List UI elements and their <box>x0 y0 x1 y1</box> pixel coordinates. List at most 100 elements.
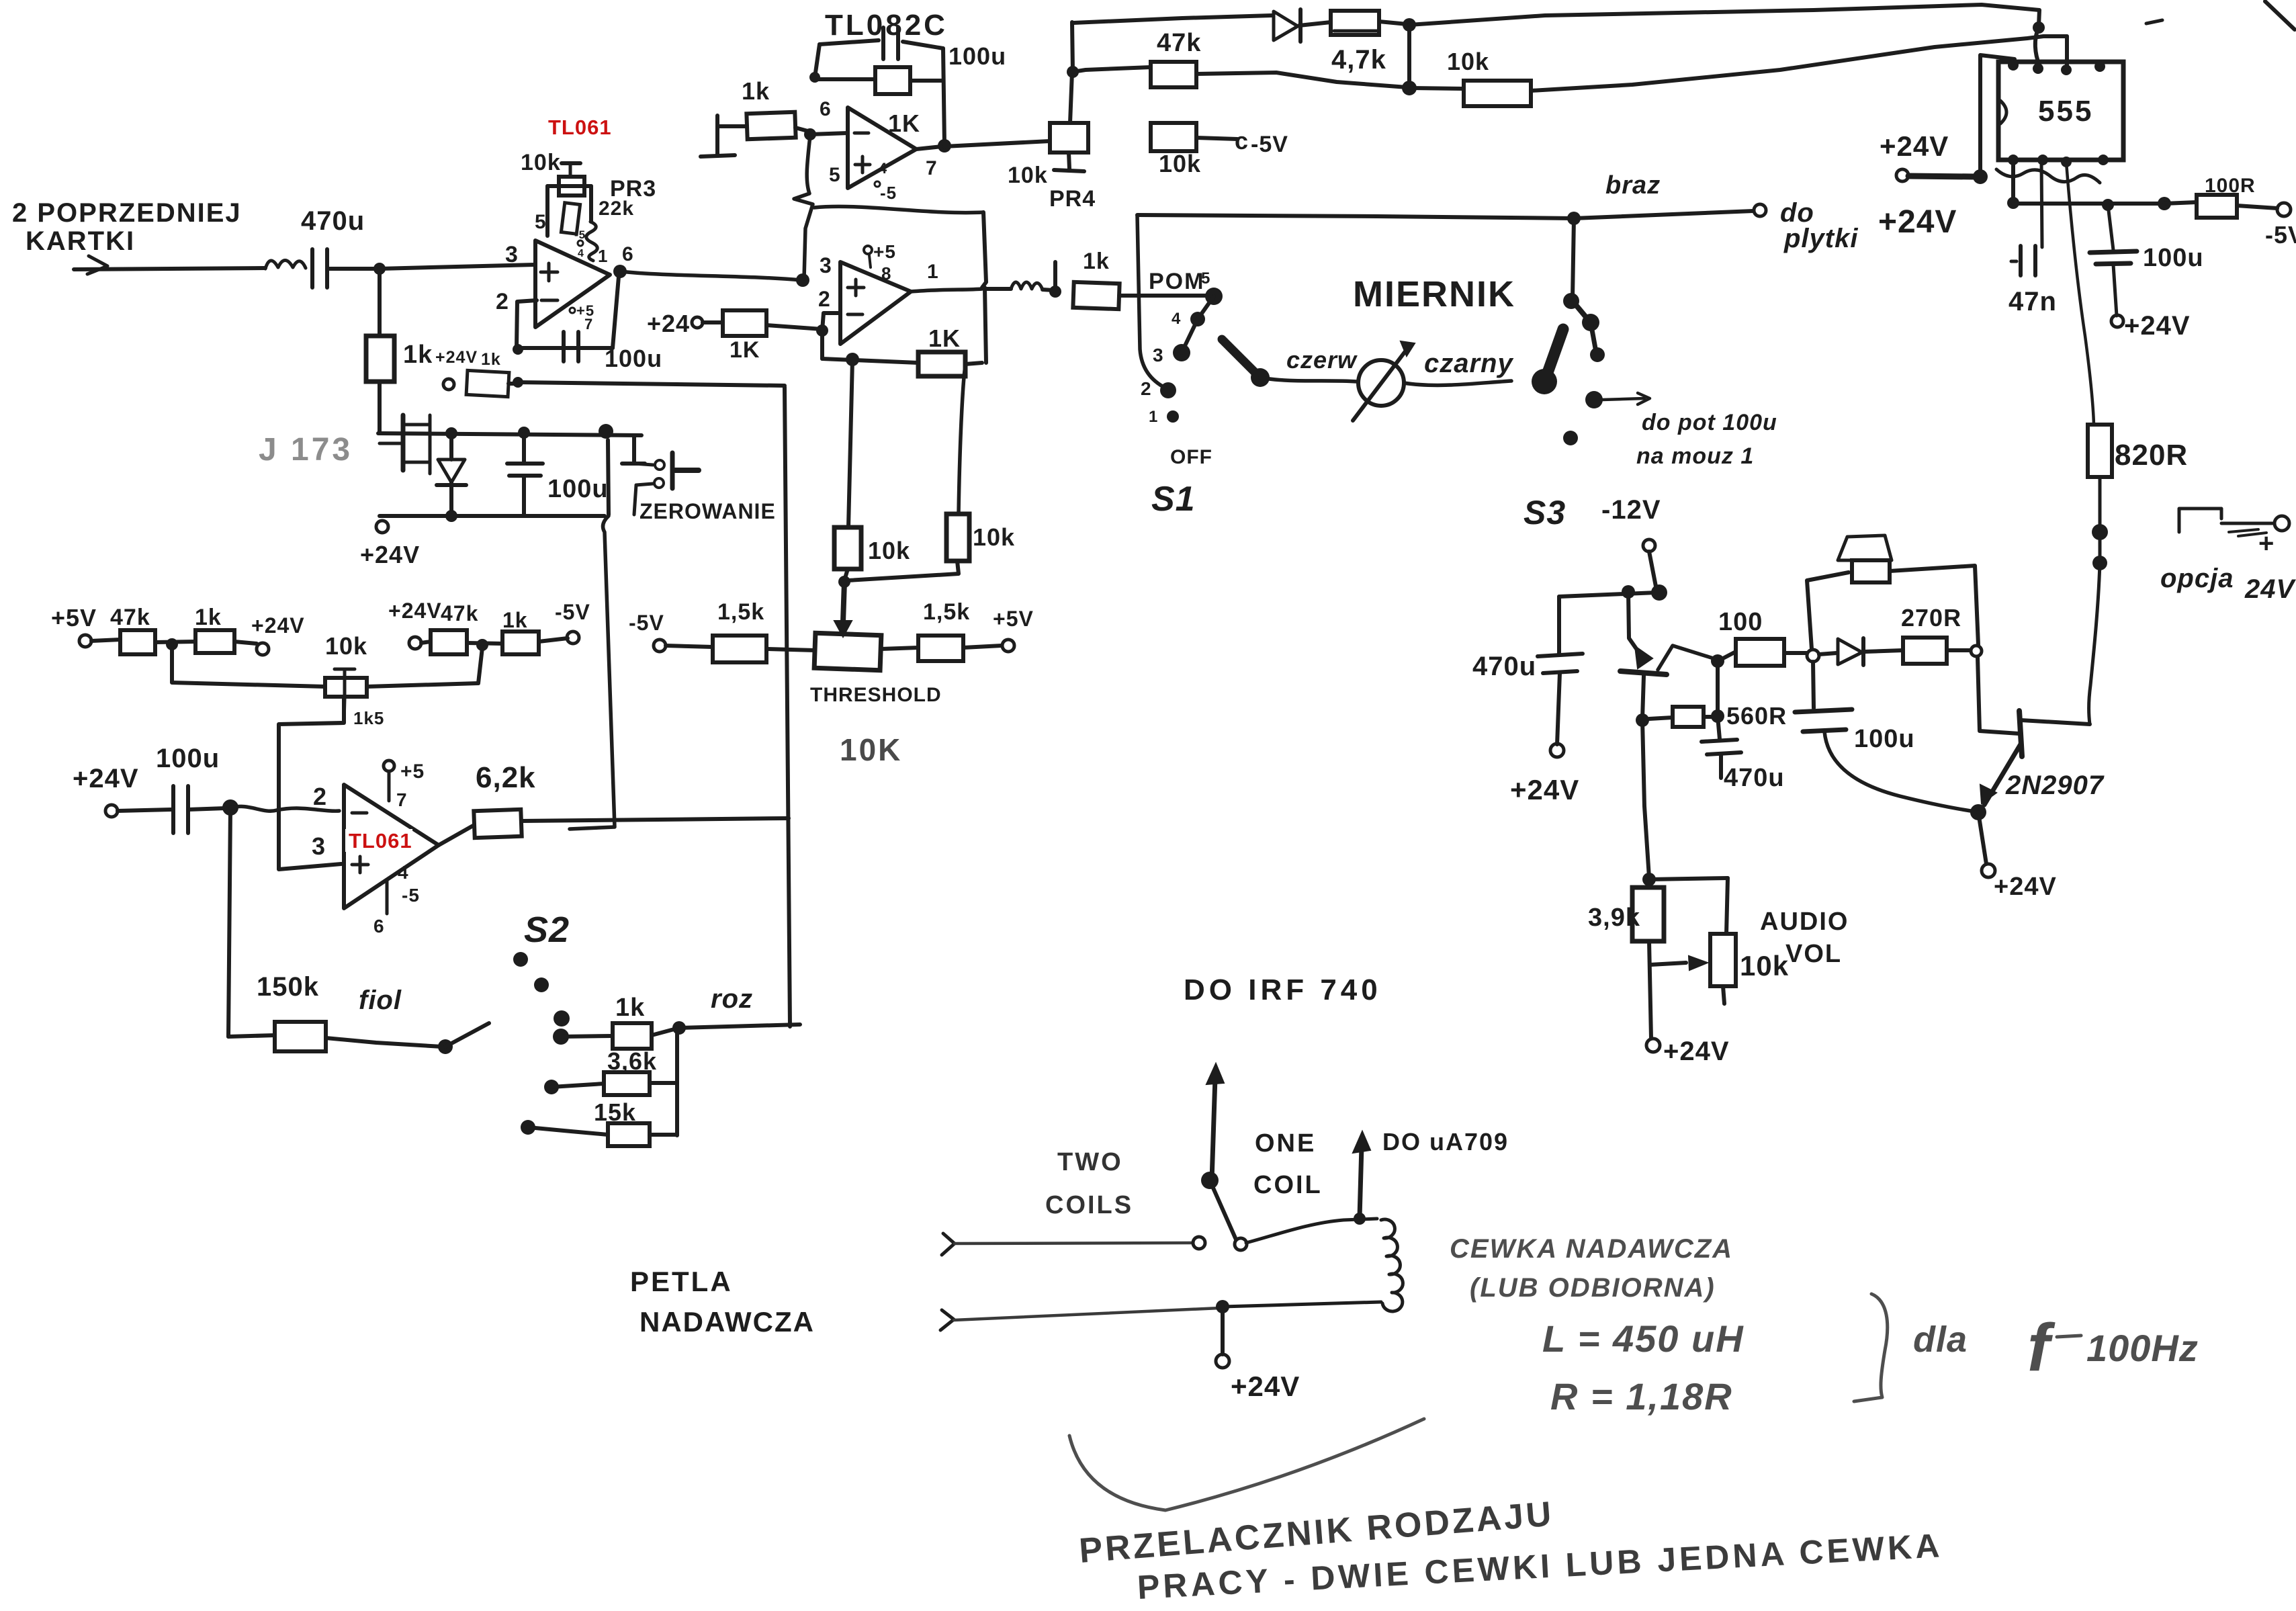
svg-text:3,9k: 3,9k <box>1588 904 1640 932</box>
svg-text:4: 4 <box>1172 310 1181 328</box>
svg-text:+24: +24 <box>647 310 690 337</box>
svg-text:1k: 1k <box>615 994 645 1022</box>
svg-text:TL082C: TL082C <box>825 9 948 42</box>
svg-text:2N2907: 2N2907 <box>2005 771 2105 800</box>
svg-text:3: 3 <box>820 253 832 277</box>
svg-text:5: 5 <box>1201 269 1210 288</box>
svg-text:S1: S1 <box>1151 480 1196 519</box>
svg-text:10k: 10k <box>868 537 910 564</box>
svg-text:+24V: +24V <box>435 348 478 367</box>
svg-text:2: 2 <box>818 287 831 311</box>
svg-text:NADAWCZA: NADAWCZA <box>639 1306 815 1338</box>
svg-text:560R: 560R <box>1726 702 1787 730</box>
svg-text:OFF: OFF <box>1170 446 1212 468</box>
svg-text:100u: 100u <box>605 345 662 372</box>
svg-text:6,2k: 6,2k <box>476 761 536 794</box>
svg-text:6: 6 <box>622 243 634 265</box>
svg-text:L = 450 uH: L = 450 uH <box>1542 1317 1745 1360</box>
svg-text:24V: 24V <box>2244 574 2296 604</box>
svg-text:4,7k: 4,7k <box>1331 45 1386 75</box>
svg-text:3,6k: 3,6k <box>607 1047 657 1075</box>
svg-text:470u: 470u <box>1724 764 1785 792</box>
svg-text:150k: 150k <box>257 972 319 1002</box>
svg-text:4: 4 <box>398 862 409 883</box>
svg-text:2: 2 <box>313 783 327 810</box>
svg-text:THRESHOLD: THRESHOLD <box>810 684 942 706</box>
svg-text:+5: +5 <box>873 241 896 262</box>
svg-text:c: c <box>1235 127 1249 155</box>
svg-text:+5V: +5V <box>993 607 1034 631</box>
svg-text:+24V: +24V <box>1994 873 2057 901</box>
svg-text:PETLA: PETLA <box>630 1266 733 1297</box>
svg-text:100: 100 <box>1718 608 1763 636</box>
svg-text:1: 1 <box>927 261 939 283</box>
svg-text:10k: 10k <box>521 150 561 175</box>
svg-text:22k: 22k <box>599 198 634 220</box>
svg-text:15k: 15k <box>594 1098 636 1126</box>
svg-text:1K: 1K <box>730 337 760 363</box>
svg-text:7: 7 <box>926 157 938 179</box>
svg-text:TWO: TWO <box>1057 1148 1123 1176</box>
svg-text:do pot 100u: do pot 100u <box>1642 410 1777 435</box>
svg-text:opcja: opcja <box>2160 564 2234 593</box>
svg-text:AUDIO: AUDIO <box>1760 908 1849 936</box>
svg-text:+24V: +24V <box>1663 1037 1730 1066</box>
svg-text:+: + <box>2258 529 2275 558</box>
svg-text:R = 1,18R: R = 1,18R <box>1550 1375 1733 1418</box>
svg-text:-5: -5 <box>402 885 420 906</box>
svg-text:1k5: 1k5 <box>353 708 384 728</box>
svg-text:KARTKI: KARTKI <box>26 226 135 256</box>
svg-text:1k: 1k <box>195 605 222 630</box>
svg-text:+24V: +24V <box>360 541 420 568</box>
svg-text:+5: +5 <box>576 302 594 319</box>
svg-text:czerw: czerw <box>1286 346 1358 374</box>
svg-text:-5: -5 <box>574 228 586 241</box>
svg-text:+24V: +24V <box>388 599 442 623</box>
svg-text:7: 7 <box>584 316 593 333</box>
svg-text:DO uA709: DO uA709 <box>1382 1128 1509 1156</box>
svg-text:10K: 10K <box>840 732 902 767</box>
svg-text:CEWKA NADAWCZA: CEWKA NADAWCZA <box>1450 1234 1733 1264</box>
svg-text:3: 3 <box>1153 345 1164 365</box>
svg-text:3: 3 <box>312 832 326 860</box>
svg-text:1K: 1K <box>928 324 961 352</box>
svg-text:10k: 10k <box>1008 163 1048 188</box>
svg-text:VOL: VOL <box>1785 940 1842 968</box>
svg-text:na mouz 1: na mouz 1 <box>1636 443 1754 469</box>
svg-text:7: 7 <box>396 789 408 810</box>
svg-text:-5: -5 <box>880 183 897 203</box>
svg-text:-5V: -5V <box>1251 132 1288 157</box>
svg-text:10k: 10k <box>325 632 367 660</box>
svg-text:10k: 10k <box>1159 150 1201 177</box>
svg-text:DO IRF 740: DO IRF 740 <box>1184 973 1382 1006</box>
svg-text:1: 1 <box>1149 408 1158 426</box>
svg-text:COIL: COIL <box>1253 1171 1323 1199</box>
svg-text:fiol: fiol <box>359 986 402 1015</box>
svg-text:1k: 1k <box>742 77 770 105</box>
svg-text:TL061: TL061 <box>548 116 612 139</box>
svg-text:1,5k: 1,5k <box>923 599 970 625</box>
svg-text:3: 3 <box>505 242 519 267</box>
svg-text:4: 4 <box>578 248 584 259</box>
svg-text:-5V: -5V <box>555 600 590 624</box>
svg-text:PR3: PR3 <box>610 176 656 202</box>
svg-text:5: 5 <box>829 164 841 186</box>
svg-text:+24V: +24V <box>1880 130 1949 162</box>
svg-text:dla: dla <box>1913 1319 1968 1360</box>
svg-text:+24V: +24V <box>1510 774 1579 806</box>
svg-text:-5V: -5V <box>2265 221 2296 249</box>
svg-text:-12V: -12V <box>1601 495 1661 525</box>
svg-text:6: 6 <box>373 916 385 937</box>
svg-text:(LUB ODBIORNA): (LUB ODBIORNA) <box>1470 1273 1716 1303</box>
svg-text:47n: 47n <box>2008 287 2057 316</box>
svg-text:-5V: -5V <box>629 611 664 635</box>
svg-text:100u: 100u <box>2143 244 2204 272</box>
svg-text:47k: 47k <box>441 601 478 625</box>
svg-text:6: 6 <box>820 98 832 120</box>
svg-text:2 POPRZEDNIEJ: 2 POPRZEDNIEJ <box>12 198 242 228</box>
svg-text:+24V: +24V <box>73 764 139 793</box>
svg-text:47k: 47k <box>110 605 150 630</box>
svg-text:10k: 10k <box>973 523 1015 551</box>
svg-text:braz: braz <box>1605 171 1661 200</box>
svg-text:470u: 470u <box>301 206 365 236</box>
